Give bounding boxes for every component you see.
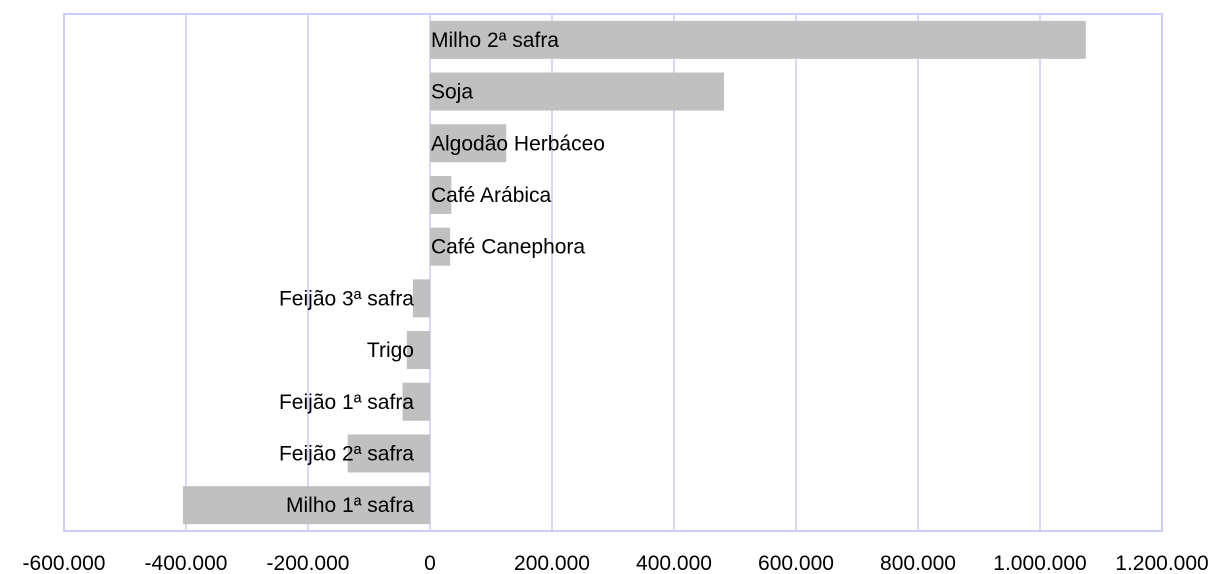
x-tick-label: 400.000: [636, 552, 712, 574]
bar: [430, 20, 1086, 59]
bar: [406, 331, 430, 370]
x-tick-label: -600.000: [23, 552, 106, 574]
x-tick-label: 1.000.000: [993, 552, 1086, 574]
plot-area-border: [63, 13, 1163, 532]
bar-label: Algodão Herbáceo: [431, 132, 605, 155]
bars: [182, 20, 1086, 525]
bar-label: Milho 2ª safra: [431, 29, 559, 52]
x-tick-label: 0: [424, 552, 436, 574]
bar: [430, 72, 725, 111]
bar-label: Feijão 3ª safra: [279, 287, 414, 310]
bar-label: Feijão 1ª safra: [279, 391, 414, 414]
bar: [430, 175, 452, 214]
bar: [347, 434, 430, 473]
bar: [402, 382, 430, 421]
x-tick-label: 200.000: [514, 552, 590, 574]
bar-label: Feijão 2ª safra: [279, 442, 414, 465]
bar: [412, 279, 430, 318]
bar-label: Milho 1ª safra: [286, 494, 414, 517]
bar-label: Café Arábica: [431, 184, 552, 207]
x-tick-label: -400.000: [145, 552, 228, 574]
x-axis-tick-labels: -600.000 -400.000 -200.000 0 200.000 400.000 6…: [23, 552, 1209, 574]
x-tick-label: 800.000: [880, 552, 956, 574]
bar-label: Soja: [431, 81, 473, 104]
bar: [430, 227, 451, 266]
x-tick-label: 1.200.000: [1115, 552, 1208, 574]
bar-label: Trigo: [367, 339, 414, 362]
bar-label: Café Canephora: [431, 236, 585, 259]
x-tick-label: 600.000: [758, 552, 834, 574]
bar: [182, 486, 430, 525]
bar: [430, 124, 507, 163]
x-tick-label: -200.000: [267, 552, 350, 574]
